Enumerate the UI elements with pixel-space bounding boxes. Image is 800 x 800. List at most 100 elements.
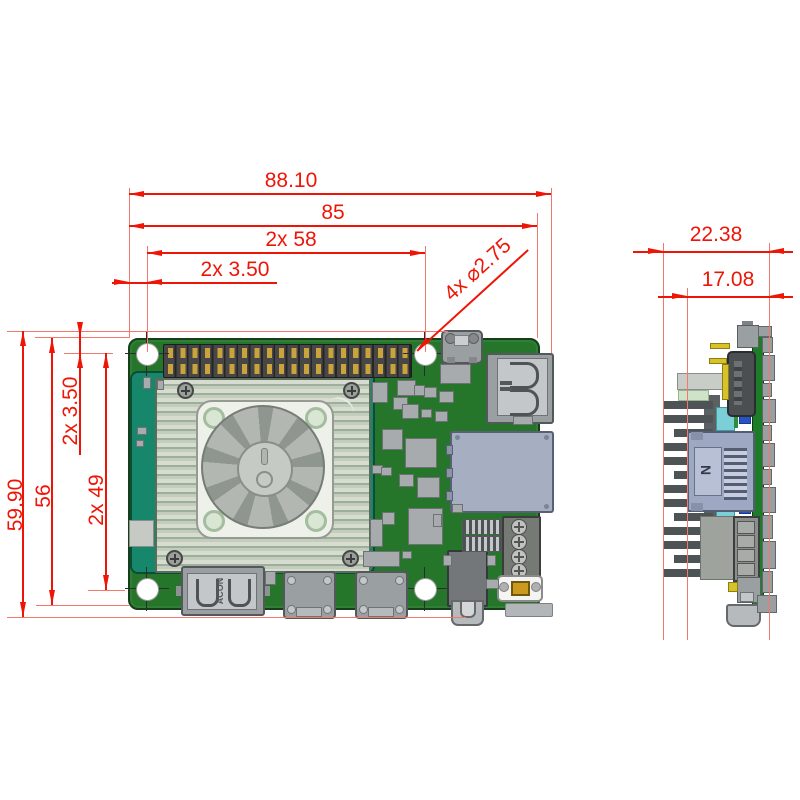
smd-component <box>363 551 400 567</box>
ethernet-corner <box>455 435 460 440</box>
side-audio-barrel <box>726 604 761 627</box>
smd-component <box>137 427 147 435</box>
side-spacer-green <box>734 408 738 428</box>
back-component <box>762 383 772 397</box>
smd-component <box>433 514 442 527</box>
mounting-hole <box>403 567 447 611</box>
smd-component <box>513 416 533 425</box>
side-connector <box>129 520 154 547</box>
port-lip <box>296 607 322 617</box>
usb-a-pin <box>500 387 512 391</box>
usb-a-pin <box>500 381 512 385</box>
back-component <box>762 425 772 441</box>
arrowhead <box>19 331 26 346</box>
ethernet-bump <box>446 468 453 478</box>
smd-component <box>443 555 452 566</box>
side-ethernet-pins <box>724 448 747 500</box>
port-screw <box>287 605 296 614</box>
hdmi-port <box>355 571 408 619</box>
dim-hole-pitch-y: 2x 49 <box>85 474 108 526</box>
port-screw <box>359 576 368 585</box>
side-gpio-header <box>722 364 729 400</box>
micro-usb-screw <box>468 333 479 344</box>
extension-line <box>64 353 113 354</box>
arrowhead <box>522 222 537 229</box>
heatsink-fin <box>674 513 713 521</box>
side-ethernet-label: N <box>698 464 714 476</box>
arrowhead <box>536 190 551 197</box>
smd-component <box>439 391 454 403</box>
extension-line <box>537 213 538 338</box>
arrowhead <box>19 602 26 617</box>
dim-overall-depth: 22.38 <box>689 223 743 246</box>
extension-line <box>35 337 129 338</box>
side-audio-inner <box>740 592 754 602</box>
side-ethernet-tab <box>691 432 703 440</box>
side-micro-usb <box>737 321 759 348</box>
side-led-yellow <box>728 582 738 592</box>
back-component <box>757 595 777 613</box>
side-terminal-cell <box>737 535 755 548</box>
usb-bottom-tab <box>265 586 270 596</box>
audio-jack <box>447 550 488 607</box>
arrowhead <box>48 590 55 605</box>
side-heatsink-top <box>677 373 723 390</box>
side-terminal-cell <box>737 521 755 534</box>
dimension-line <box>22 331 24 617</box>
back-component <box>762 443 775 467</box>
extension-line <box>147 246 148 352</box>
smd-component <box>382 429 403 450</box>
heatsink-screw <box>166 550 183 567</box>
push-button <box>497 575 543 602</box>
side-ethernet: N <box>687 431 755 512</box>
usb-bottom-contact <box>228 579 251 607</box>
gpio-pin-row <box>165 348 410 358</box>
gpio-pin-row <box>165 364 410 374</box>
smd-component <box>136 440 144 447</box>
usb-bottom-label: ACON <box>215 577 225 605</box>
smd-component <box>440 364 471 384</box>
smd-component <box>414 385 425 396</box>
smd-component <box>435 411 448 422</box>
extension-line <box>88 590 125 591</box>
dimension-line <box>105 353 107 590</box>
heatsink-fin <box>663 415 713 423</box>
smd-component <box>265 571 276 585</box>
arrowhead <box>129 190 144 197</box>
button-pin <box>531 582 541 592</box>
arrowhead <box>648 247 663 254</box>
side-micro-usb-lip <box>742 321 753 325</box>
dim-overall-height: 59.90 <box>4 478 27 532</box>
fan-mount-hole <box>305 510 327 532</box>
side-gpio-pin <box>709 358 727 364</box>
extension-line <box>7 331 448 332</box>
back-component <box>762 515 773 539</box>
mounting-hole <box>125 567 169 611</box>
heatsink-screw <box>343 382 360 399</box>
audio-jack-tip <box>460 602 476 618</box>
ethernet-corner <box>544 435 549 440</box>
fan-mount-hole <box>305 407 327 429</box>
fan-hub-mark <box>256 471 273 488</box>
terminal-screw <box>511 534 527 550</box>
port-screw <box>395 576 404 585</box>
gpio-header <box>163 344 412 378</box>
extension-line <box>129 188 130 338</box>
smd-component <box>143 377 151 389</box>
ic-connector <box>462 519 502 535</box>
smd-component <box>421 409 432 418</box>
usb-port-bottom: ACON <box>176 566 270 616</box>
dimension-line <box>633 251 793 253</box>
hdmi-port <box>283 571 336 619</box>
arrowhead <box>102 353 109 368</box>
dimension-line <box>147 252 425 254</box>
smd-component <box>372 382 388 403</box>
arrowhead <box>769 292 784 299</box>
back-component <box>762 571 773 593</box>
smd-component <box>402 404 419 419</box>
button-cap <box>511 581 530 596</box>
dim-hole-inset-x: 2x 3.50 <box>200 258 270 281</box>
smd-component <box>157 380 164 390</box>
button-pin <box>499 582 509 592</box>
